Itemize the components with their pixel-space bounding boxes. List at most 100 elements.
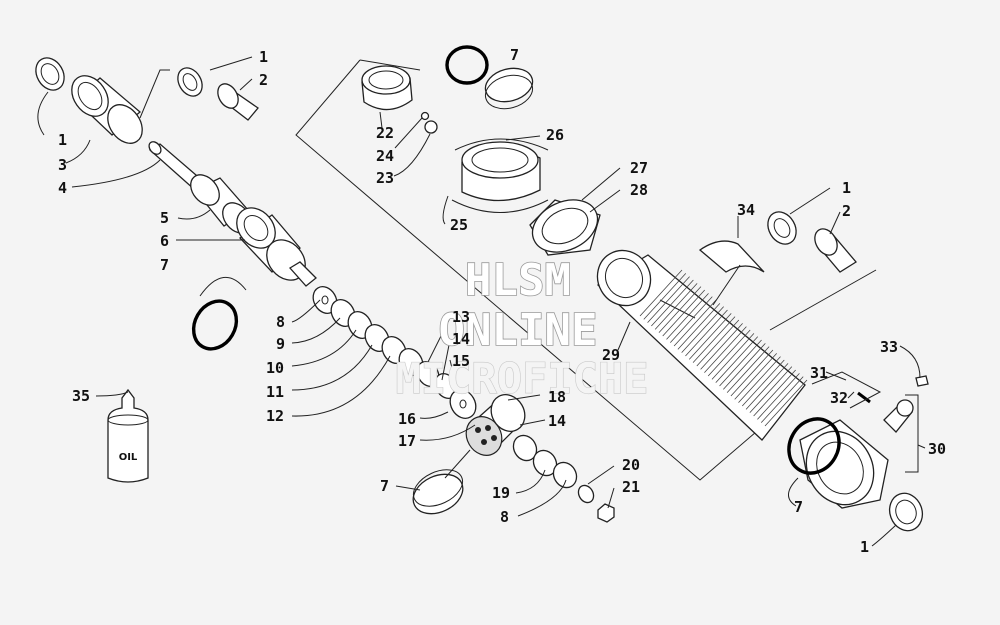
callout-c1d: 1 bbox=[860, 538, 869, 556]
callout-c22: 22 bbox=[376, 124, 394, 142]
watermark-line2: ONLINE bbox=[439, 305, 598, 356]
eye-bushing bbox=[71, 75, 143, 144]
callout-c3: 3 bbox=[58, 156, 67, 174]
callout-c11: 11 bbox=[266, 383, 284, 401]
shaft-body bbox=[236, 207, 317, 287]
callout-c23: 23 bbox=[376, 169, 394, 187]
callout-c1a: 1 bbox=[259, 48, 268, 66]
thread-line bbox=[692, 316, 736, 363]
valve-seat bbox=[424, 120, 438, 134]
callout-c10: 10 bbox=[266, 359, 284, 377]
body-threads bbox=[639, 269, 808, 427]
callout-c13: 13 bbox=[452, 308, 470, 326]
callout-c5: 5 bbox=[160, 209, 169, 227]
callout-c7d: 7 bbox=[794, 498, 803, 516]
callout-c16: 16 bbox=[398, 410, 416, 428]
thread-line bbox=[643, 273, 687, 320]
callout-c30: 30 bbox=[928, 440, 946, 458]
callouts: 1 2 1 3 4 5 6 7 8 9 10 11 12 13 14 15 16… bbox=[58, 46, 946, 556]
decal-plate bbox=[698, 240, 765, 273]
callout-c1c: 1 bbox=[842, 179, 851, 197]
callout-c8b: 8 bbox=[500, 508, 509, 526]
thread-line bbox=[707, 329, 751, 377]
callout-c6: 6 bbox=[160, 232, 169, 250]
callout-c1b: 1 bbox=[58, 131, 67, 149]
thread-line bbox=[685, 309, 728, 357]
reservoir-cap bbox=[361, 65, 413, 111]
thread-line bbox=[715, 336, 759, 383]
callout-c12: 12 bbox=[266, 407, 284, 425]
callout-c14b: 14 bbox=[548, 412, 566, 430]
thread-line bbox=[662, 289, 706, 337]
schrader-valve bbox=[857, 375, 929, 433]
callout-c7b: 7 bbox=[380, 477, 389, 495]
callout-c7c: 7 bbox=[510, 46, 519, 64]
valve-ball bbox=[420, 111, 430, 121]
floating-piston bbox=[451, 138, 549, 213]
o-ring-top bbox=[445, 45, 489, 85]
shim-stack bbox=[312, 286, 477, 419]
sleeve-7-top bbox=[484, 67, 534, 110]
thread-line bbox=[741, 359, 785, 407]
callout-c25: 25 bbox=[450, 216, 468, 234]
callout-c8a: 8 bbox=[276, 313, 285, 331]
watermark: HLSM ONLINE MICROFICHE bbox=[395, 254, 649, 403]
thread-line bbox=[723, 343, 766, 390]
callout-c14a: 14 bbox=[452, 330, 470, 348]
callout-c26: 26 bbox=[546, 126, 564, 144]
thread-line bbox=[749, 366, 793, 413]
bushing-top-left bbox=[35, 57, 65, 91]
thread-line bbox=[688, 313, 732, 360]
bushing-pair-upper bbox=[177, 67, 259, 121]
callout-c28: 28 bbox=[630, 181, 648, 199]
watermark-line3: MICROFICHE bbox=[396, 354, 649, 403]
thread-line bbox=[711, 333, 755, 380]
lower-shims bbox=[512, 434, 615, 523]
thread-line bbox=[670, 296, 713, 343]
oil-bottle: OIL bbox=[107, 388, 149, 483]
piston bbox=[465, 394, 526, 456]
callout-c9: 9 bbox=[276, 335, 285, 353]
callout-c7a: 7 bbox=[160, 256, 169, 274]
thread-line bbox=[719, 339, 762, 387]
callout-c19: 19 bbox=[492, 484, 510, 502]
callout-c20: 20 bbox=[622, 456, 640, 474]
thread-line bbox=[651, 279, 694, 327]
thread-line bbox=[734, 353, 777, 400]
thread-line bbox=[654, 283, 698, 330]
o-ring-bottom bbox=[787, 417, 841, 475]
callout-c34: 34 bbox=[737, 201, 755, 219]
thread-line bbox=[647, 276, 690, 323]
callout-c2a: 2 bbox=[259, 71, 268, 89]
thread-line bbox=[666, 293, 709, 340]
callout-c29: 29 bbox=[602, 346, 620, 364]
thread-line bbox=[681, 306, 724, 353]
thread-line bbox=[764, 379, 808, 427]
callout-c18: 18 bbox=[548, 388, 566, 406]
assembly-box bbox=[295, 59, 771, 481]
callout-c21: 21 bbox=[622, 478, 640, 496]
callout-c33: 33 bbox=[880, 338, 898, 356]
thread-line bbox=[738, 356, 781, 403]
shock-body bbox=[596, 249, 808, 441]
callout-c32: 32 bbox=[830, 389, 848, 407]
leader-lines bbox=[37, 56, 926, 547]
piston-nut bbox=[597, 503, 615, 523]
oil-label: OIL bbox=[119, 452, 138, 463]
thread-line bbox=[753, 369, 796, 417]
bushing-pair-right bbox=[767, 211, 857, 273]
callout-c17: 17 bbox=[398, 432, 416, 450]
bushing-bottom bbox=[888, 492, 924, 532]
o-ring-left bbox=[191, 299, 239, 351]
thread-line bbox=[677, 303, 721, 350]
callout-c15: 15 bbox=[452, 352, 470, 370]
lower-eye bbox=[799, 419, 889, 509]
thread-line bbox=[658, 286, 702, 333]
thread-line bbox=[696, 319, 740, 367]
thread-line bbox=[673, 299, 717, 347]
thread-line bbox=[726, 346, 770, 393]
callout-c35: 35 bbox=[72, 387, 90, 405]
thread-line bbox=[745, 363, 789, 410]
